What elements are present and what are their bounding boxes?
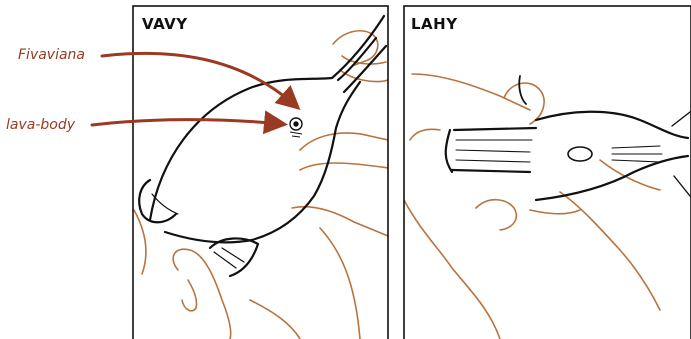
callout-label-lava-body: lava-body	[6, 117, 76, 133]
callout-label-fivaviana: Fivaviana	[18, 47, 86, 63]
panel-title-right: LAHY	[411, 15, 458, 33]
genital-opening-marker	[289, 117, 303, 138]
callout-arrow-lava-body	[90, 110, 288, 135]
panel-frame-left	[132, 5, 389, 339]
genital-opening-oval	[567, 146, 593, 162]
panel-frame-right	[403, 5, 691, 339]
callout-arrow-fivaviana	[100, 51, 301, 110]
hand-outline-left-panel	[133, 30, 388, 339]
fish-body-female	[444, 75, 691, 202]
fish-body-male	[138, 14, 388, 278]
panel-title-left: VAVY	[142, 15, 188, 33]
hand-outline-right-panel	[404, 73, 661, 339]
panel-male	[132, 5, 389, 339]
panel-female	[403, 5, 691, 339]
